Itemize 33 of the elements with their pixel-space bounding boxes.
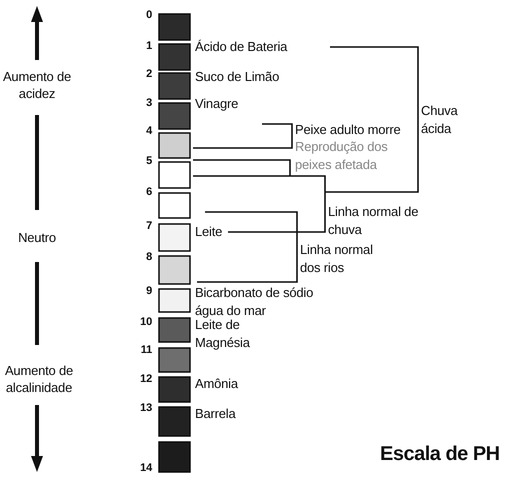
substance-label: Vinagre bbox=[195, 95, 238, 113]
ph-number: 12 bbox=[139, 373, 152, 385]
substance-label: Bicarbonato de sódio bbox=[195, 284, 314, 302]
range-label: Linha normal de chuva bbox=[328, 203, 420, 239]
ph-number: 13 bbox=[139, 402, 152, 414]
substance-label: Barrela bbox=[195, 405, 236, 423]
range-label: Reprodução dos peixes afetada bbox=[295, 138, 389, 174]
title: Escala de PH bbox=[380, 443, 500, 466]
ph-number: 9 bbox=[145, 285, 152, 297]
ph-number: 14 bbox=[139, 462, 152, 474]
ph-number: 5 bbox=[145, 155, 152, 167]
ph-number: 10 bbox=[139, 316, 152, 328]
ph-number: 4 bbox=[145, 125, 152, 137]
scale-direction-label: Neutro bbox=[17, 229, 57, 246]
substance-label: Peixe adulto morre bbox=[295, 121, 401, 139]
ph-number: 6 bbox=[145, 186, 152, 198]
ph-number: 7 bbox=[145, 220, 152, 232]
ph-number: 0 bbox=[145, 9, 152, 21]
substance-label: Ácido de Bateria bbox=[195, 38, 288, 56]
ph-number: 3 bbox=[145, 97, 152, 109]
range-label: Linha normal dos rios bbox=[300, 241, 374, 277]
substance-label: água do mar bbox=[195, 302, 266, 320]
substance-label: Suco de Limão bbox=[195, 68, 280, 86]
ph-number: 2 bbox=[145, 68, 152, 80]
range-label: Chuva ácida bbox=[421, 102, 459, 138]
substance-label: Amônia bbox=[195, 375, 238, 393]
ph-number: 8 bbox=[145, 251, 152, 263]
ph-number: 1 bbox=[145, 40, 152, 52]
ph-number: 11 bbox=[140, 344, 152, 356]
scale-direction-label: Aumento de alcalinidade bbox=[4, 362, 74, 396]
range-label: Leite de Magnésia bbox=[195, 317, 251, 352]
substance-label: Leite bbox=[195, 223, 222, 241]
scale-direction-label: Aumento de acidez bbox=[2, 68, 72, 102]
